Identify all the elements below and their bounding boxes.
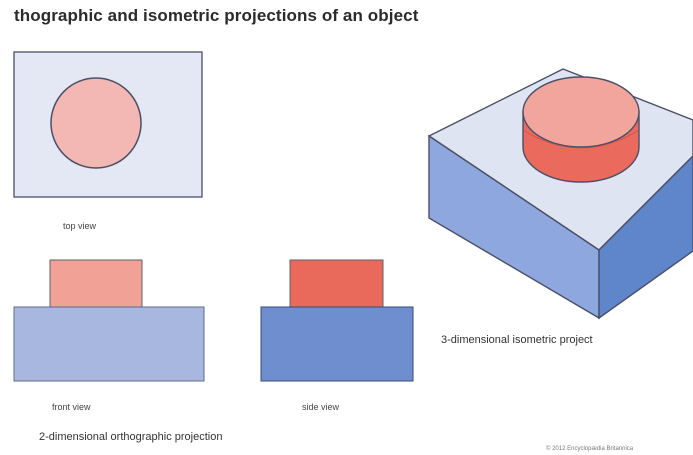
top-view-circle (50, 77, 142, 169)
diagram-title: thographic and isometric projections of … (14, 6, 419, 25)
side-view (260, 259, 414, 382)
orthographic-caption: 2-dimensional orthographic projection (39, 431, 223, 443)
side-view-caption: side view (302, 402, 340, 412)
side-view-base (260, 306, 414, 382)
copyright-note: © 2012 Encyclopædia Britannica (546, 446, 634, 452)
iso-right-face (598, 155, 693, 320)
side-view-cylinder (289, 259, 384, 308)
front-view-caption: front view (52, 402, 91, 412)
front-view-cylinder (49, 259, 143, 308)
top-view-caption: top view (63, 221, 97, 231)
isometric-caption: 3-dimensional isometric project (441, 334, 593, 346)
isometric-view (427, 68, 693, 320)
top-view (13, 51, 203, 198)
iso-cylinder-top (522, 76, 640, 148)
front-view-base (13, 306, 205, 382)
front-view (13, 259, 205, 382)
iso-cylinder-shadow (522, 129, 640, 149)
